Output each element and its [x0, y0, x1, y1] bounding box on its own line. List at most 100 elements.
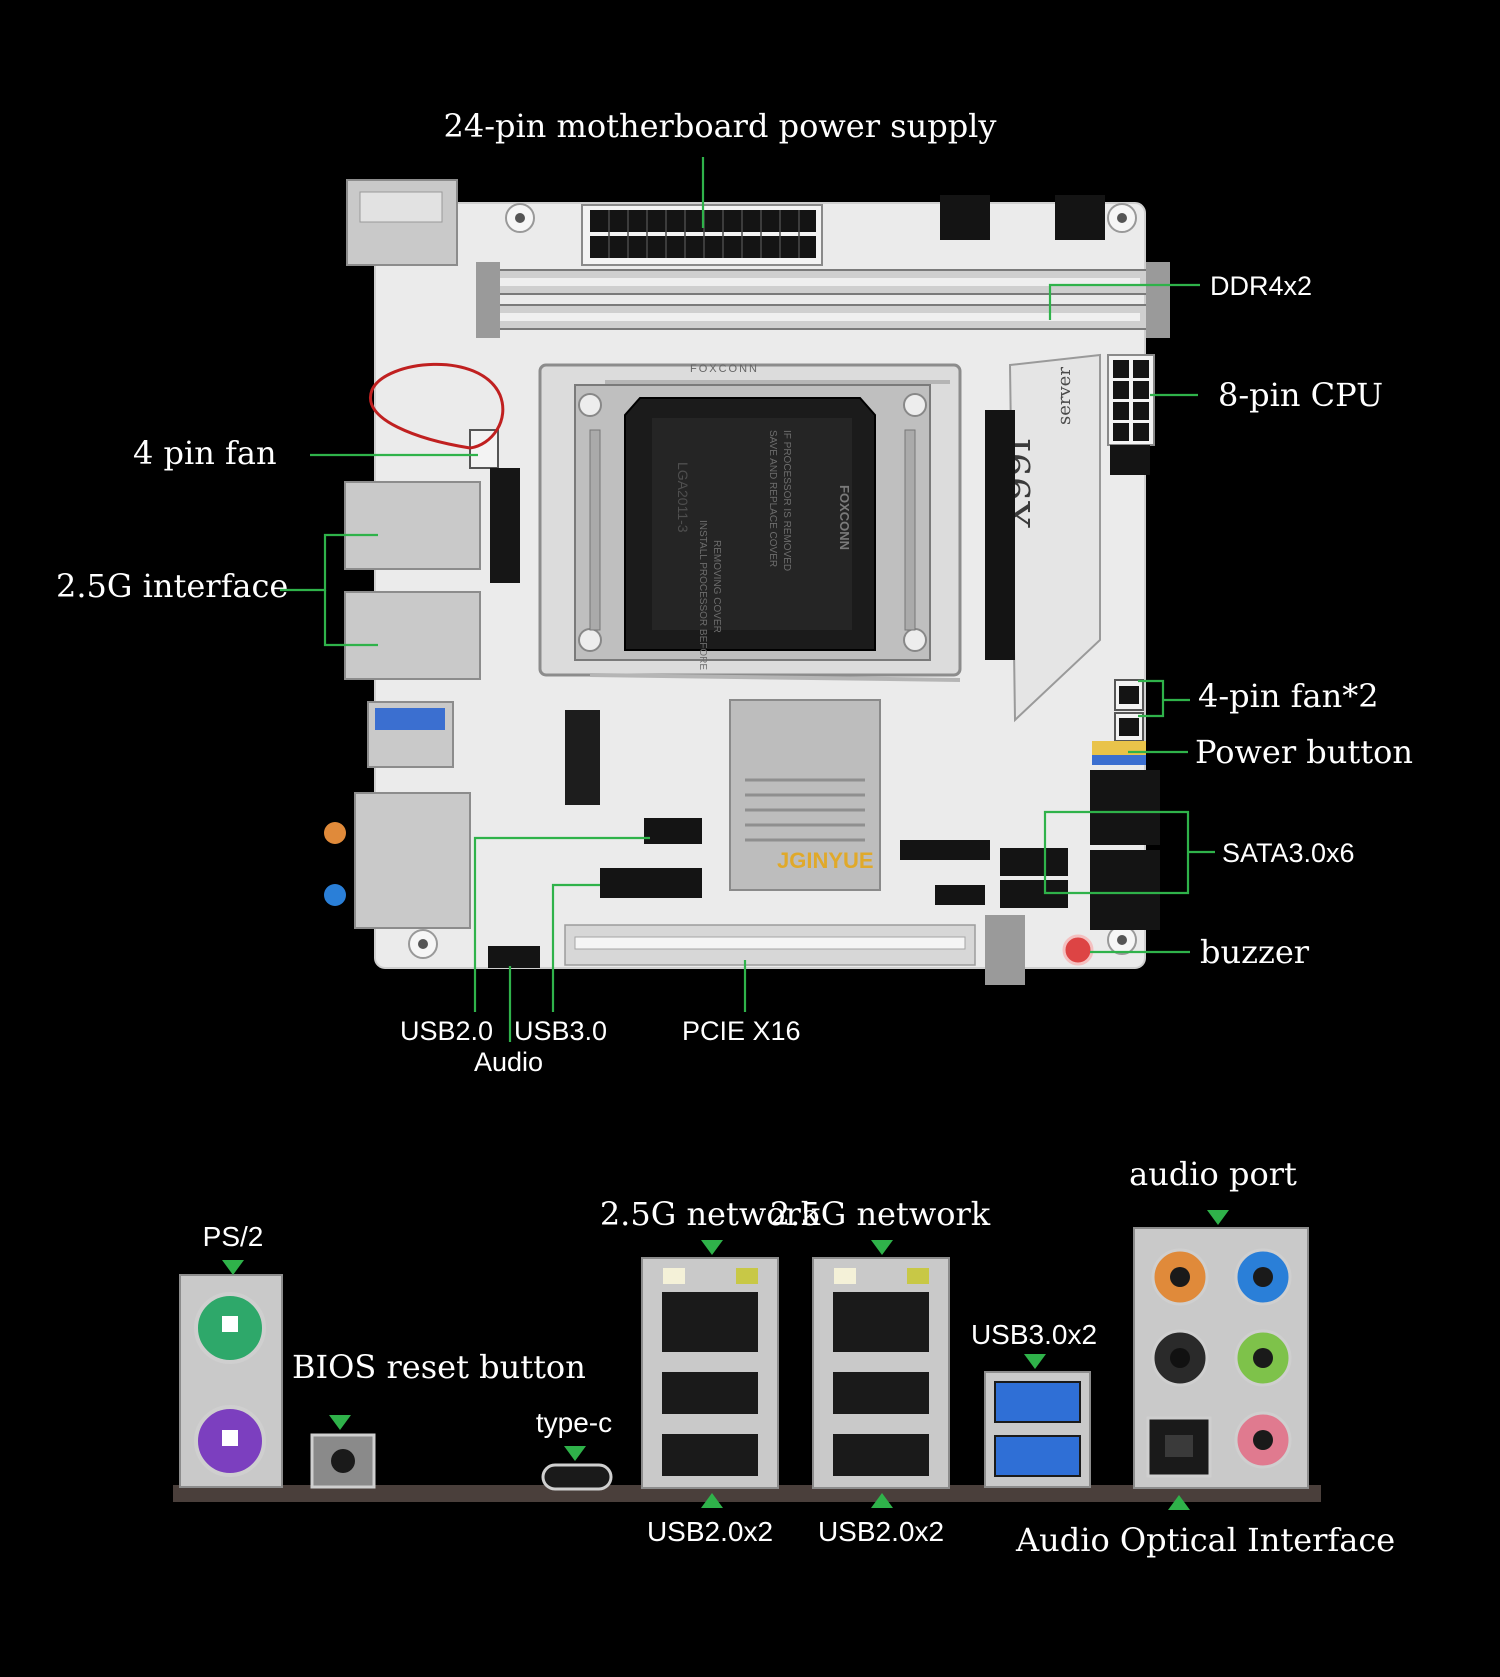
- header-misc-2: [935, 885, 985, 905]
- atx-24pin-pins: [590, 210, 816, 258]
- arrow-net-2: [871, 1240, 893, 1255]
- label-audio: Audio: [474, 1047, 543, 1077]
- cover-text-1: INSTALL PROCESSOR BEFORE: [697, 520, 708, 670]
- label-pcie: PCIE X16: [682, 1016, 801, 1046]
- pcie-latch: [985, 915, 1025, 985]
- cover-text-3: SAVE AND REPLACE COVER: [767, 430, 778, 567]
- socket-name-print: LGA2011-3: [675, 462, 691, 533]
- chipset-heatsink: JGINYUE: [729, 699, 881, 891]
- board-annotations: 24-pin motherboard power supply DDR4x2 8…: [56, 107, 1413, 1077]
- label-25g-interface: 2.5G interface: [56, 567, 288, 605]
- usb20-port-2b: [833, 1434, 929, 1476]
- io-baseline: [173, 1485, 1321, 1502]
- arrow-audio-port: [1207, 1210, 1229, 1225]
- label-buzzer: buzzer: [1200, 933, 1310, 971]
- arrow-optical: [1168, 1495, 1190, 1510]
- ddr4-slots: [476, 262, 1170, 338]
- buzzer-component: [1062, 934, 1094, 966]
- net-stack-2: [812, 1257, 950, 1489]
- cpu-8pin-connector: [1107, 354, 1155, 446]
- ddr4-latch-left: [476, 262, 500, 338]
- audio-stack-left: [354, 792, 471, 929]
- label-usb30: USB3.0: [514, 1016, 607, 1046]
- cover-brand-print: FOXCONN: [837, 485, 852, 550]
- label-4pin-fan-x2: 4-pin fan*2: [1198, 677, 1379, 715]
- arrow-ps2: [222, 1260, 244, 1275]
- audio-header: [488, 946, 540, 968]
- label-24pin-power: 24-pin motherboard power supply: [444, 107, 997, 145]
- usb20-header: [644, 818, 702, 844]
- net-stack-1: [641, 1257, 779, 1489]
- label-usb30x2: USB3.0x2: [971, 1319, 1097, 1350]
- socket-lever-right: [904, 429, 916, 631]
- choke-top-2: [1055, 195, 1105, 240]
- audio-jack-blue-left: [324, 884, 346, 906]
- arrow-net-1: [701, 1240, 723, 1255]
- leader-fan-x2-bracket: [1138, 679, 1165, 718]
- leader-usb20: [473, 836, 650, 1012]
- choke-top-1: [940, 195, 990, 240]
- leader-25g-b: [323, 590, 378, 647]
- fan-cable: [368, 362, 505, 450]
- label-8pin-cpu: 8-pin CPU: [1218, 376, 1383, 414]
- arrow-usb30x2: [1024, 1354, 1046, 1369]
- usb30-stack: [984, 1371, 1091, 1488]
- arrow-usb20x2-2: [871, 1493, 893, 1508]
- rear-io-panel: PS/2 BIOS reset button type-c 2.5G netwo…: [173, 1155, 1395, 1559]
- label-sata: SATA3.0x6: [1222, 838, 1355, 868]
- usb30-header: [600, 868, 702, 898]
- audio-jack-orange-left: [324, 822, 346, 844]
- label-ddr4: DDR4x2: [1210, 271, 1312, 301]
- usb20-port-1b: [662, 1434, 758, 1476]
- sata-stack-2: [1090, 850, 1160, 930]
- model-sub-print: server: [1054, 367, 1075, 425]
- cover-text-2: REMOVING COVER: [711, 540, 722, 633]
- arrow-bios-reset: [329, 1415, 351, 1430]
- audio-block: [1133, 1227, 1309, 1489]
- leader-usb30: [551, 883, 600, 1012]
- label-bios-reset: BIOS reset button: [292, 1348, 586, 1386]
- lan-port-2: [344, 591, 481, 680]
- usb30-port-1: [994, 1381, 1081, 1423]
- rj45-port-1: [662, 1292, 758, 1352]
- arrow-typec: [564, 1446, 586, 1461]
- choke-right: [1110, 445, 1150, 475]
- vrm-mosfets: [985, 410, 1015, 660]
- label-usb20x2-1: USB2.0x2: [647, 1516, 773, 1547]
- label-usb20x2-2: USB2.0x2: [818, 1516, 944, 1547]
- header-misc-1: [900, 840, 990, 860]
- leader-25g-a: [280, 533, 378, 592]
- heatsink-brand-print: JGINYUE: [777, 848, 874, 873]
- usb20-port-1a: [662, 1372, 758, 1414]
- label-power-button: Power button: [1195, 733, 1413, 771]
- usb30-port-2: [994, 1435, 1081, 1477]
- label-optical: Audio Optical Interface: [1015, 1521, 1395, 1559]
- socket-lever-left: [589, 429, 601, 631]
- fan-body: [490, 468, 520, 583]
- m2-slot: [565, 710, 600, 805]
- leader-ddr4: [1048, 283, 1200, 320]
- cpu-socket: FOXCONN LGA2011-3 INSTALL PROCESSOR BEFO…: [538, 363, 962, 682]
- sata-ports: [1000, 770, 1160, 930]
- socket-brand-print: FOXCONN: [690, 363, 759, 375]
- label-typec: type-c: [536, 1407, 612, 1438]
- label-usb20: USB2.0: [400, 1016, 493, 1046]
- cover-text-4: IF PROCESSOR IS REMOVED: [781, 430, 792, 571]
- label-4pin-fan: 4 pin fan: [133, 434, 277, 472]
- label-ps2: PS/2: [203, 1221, 264, 1252]
- ddr4-latch-right: [1146, 262, 1170, 338]
- label-audio-port: audio port: [1129, 1155, 1297, 1193]
- typec-port: [541, 1463, 613, 1491]
- vrm-heatsink: X99I server: [995, 353, 1101, 723]
- rj45-port-2: [833, 1292, 929, 1352]
- label-net-2: 2.5G network: [770, 1195, 991, 1233]
- label-net-1: 2.5G network: [600, 1195, 821, 1233]
- sata-port-a: [1000, 848, 1068, 876]
- usb20-port-2a: [833, 1372, 929, 1414]
- lan-port-1: [344, 481, 481, 570]
- arrow-usb20x2-1: [701, 1493, 723, 1508]
- sata-stack-1: [1090, 770, 1160, 845]
- motherboard: FOXCONN LGA2011-3 INSTALL PROCESSOR BEFO…: [324, 179, 1170, 985]
